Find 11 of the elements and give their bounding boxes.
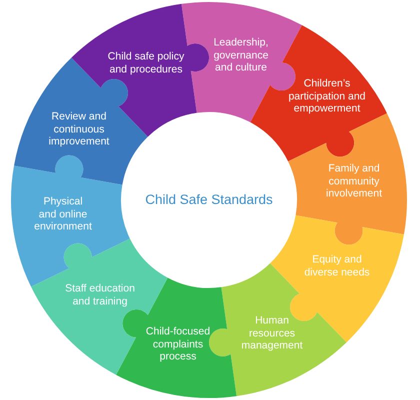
- piece-label: Child safe policy and procedures: [108, 50, 184, 76]
- piece-label: Children’s participation and empowerment: [288, 77, 366, 115]
- piece-label: Staff education and training: [65, 282, 135, 308]
- piece-label: Family and community involvement: [326, 162, 382, 200]
- piece-label: Review and continuous improvement: [48, 110, 110, 148]
- piece-label: Equity and diverse needs: [304, 254, 370, 278]
- hub-label: Child Safe Standards: [145, 192, 273, 208]
- piece-label: Leadership, governance and culture: [214, 36, 268, 74]
- piece-label: Human resources management: [241, 314, 303, 352]
- piece-label: Physical and online environment: [34, 195, 92, 233]
- piece-label: Child-focused complaints process: [146, 325, 210, 363]
